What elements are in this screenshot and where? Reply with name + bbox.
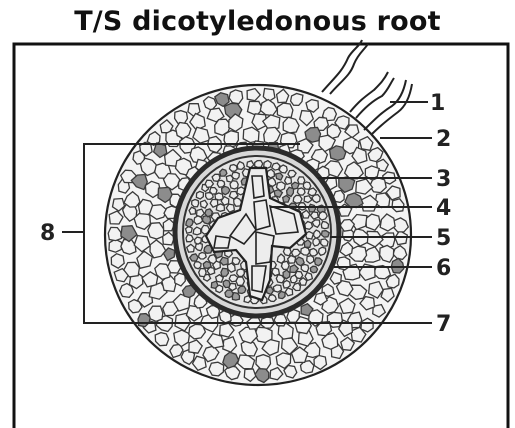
root-hair [350, 72, 394, 118]
cell [276, 173, 283, 180]
cell [232, 258, 240, 265]
cell [272, 163, 280, 170]
cell [232, 172, 240, 179]
cell [202, 216, 210, 225]
label-6: 6 [436, 256, 451, 281]
cell [283, 196, 290, 203]
cell [238, 286, 246, 293]
cell [200, 200, 207, 208]
label-5: 5 [436, 226, 451, 251]
cell [321, 239, 329, 246]
cell [256, 355, 271, 370]
cell [307, 256, 314, 264]
cell [285, 288, 292, 296]
cell [321, 222, 328, 229]
cell [301, 247, 310, 255]
cell [210, 188, 217, 195]
cell [330, 146, 346, 161]
cell [194, 262, 201, 269]
label-8: 8 [40, 221, 55, 246]
cell [268, 295, 276, 302]
cell [319, 247, 326, 255]
cell [148, 223, 164, 239]
cell [279, 291, 286, 298]
cell [291, 94, 303, 106]
cell [230, 165, 238, 172]
cell [279, 165, 287, 173]
cell [222, 186, 230, 194]
cell [290, 275, 297, 283]
cell [303, 182, 310, 189]
cell [195, 237, 202, 244]
label-3: 3 [436, 167, 451, 192]
cell [237, 269, 245, 276]
cell [196, 191, 203, 199]
cell [309, 204, 316, 212]
cell [217, 180, 224, 187]
cell [305, 273, 312, 281]
cell [149, 306, 163, 321]
cell [223, 280, 230, 288]
cell [287, 187, 294, 196]
cell [186, 235, 193, 242]
cell [175, 111, 188, 124]
cell [370, 178, 387, 193]
cell [220, 169, 227, 176]
cell [192, 200, 199, 207]
cell [230, 181, 238, 189]
cell [310, 249, 318, 256]
cell [314, 230, 321, 238]
cell [205, 180, 213, 187]
cell [273, 285, 281, 292]
cell [199, 269, 206, 277]
cell [225, 290, 233, 298]
cell [319, 212, 327, 221]
cell [155, 333, 169, 346]
cell [315, 258, 323, 266]
label-7: 7 [436, 312, 451, 337]
cell [199, 253, 207, 260]
cell [305, 222, 313, 230]
cell [321, 231, 329, 238]
cell [301, 265, 308, 272]
cell [255, 161, 263, 168]
cell [211, 281, 218, 288]
cell [313, 238, 320, 246]
cell [243, 127, 259, 142]
cell [283, 281, 290, 289]
root-hair [322, 40, 368, 94]
cell [297, 188, 305, 195]
cell [189, 207, 195, 214]
label-2: 2 [436, 127, 451, 152]
cell [229, 90, 243, 104]
cell [237, 162, 244, 170]
label-1: 1 [430, 91, 445, 116]
stele [175, 148, 339, 316]
label-4: 4 [436, 196, 451, 221]
cell [229, 275, 238, 282]
cell [310, 266, 317, 273]
cell [285, 177, 292, 185]
cell [277, 103, 293, 117]
cell [209, 362, 224, 376]
